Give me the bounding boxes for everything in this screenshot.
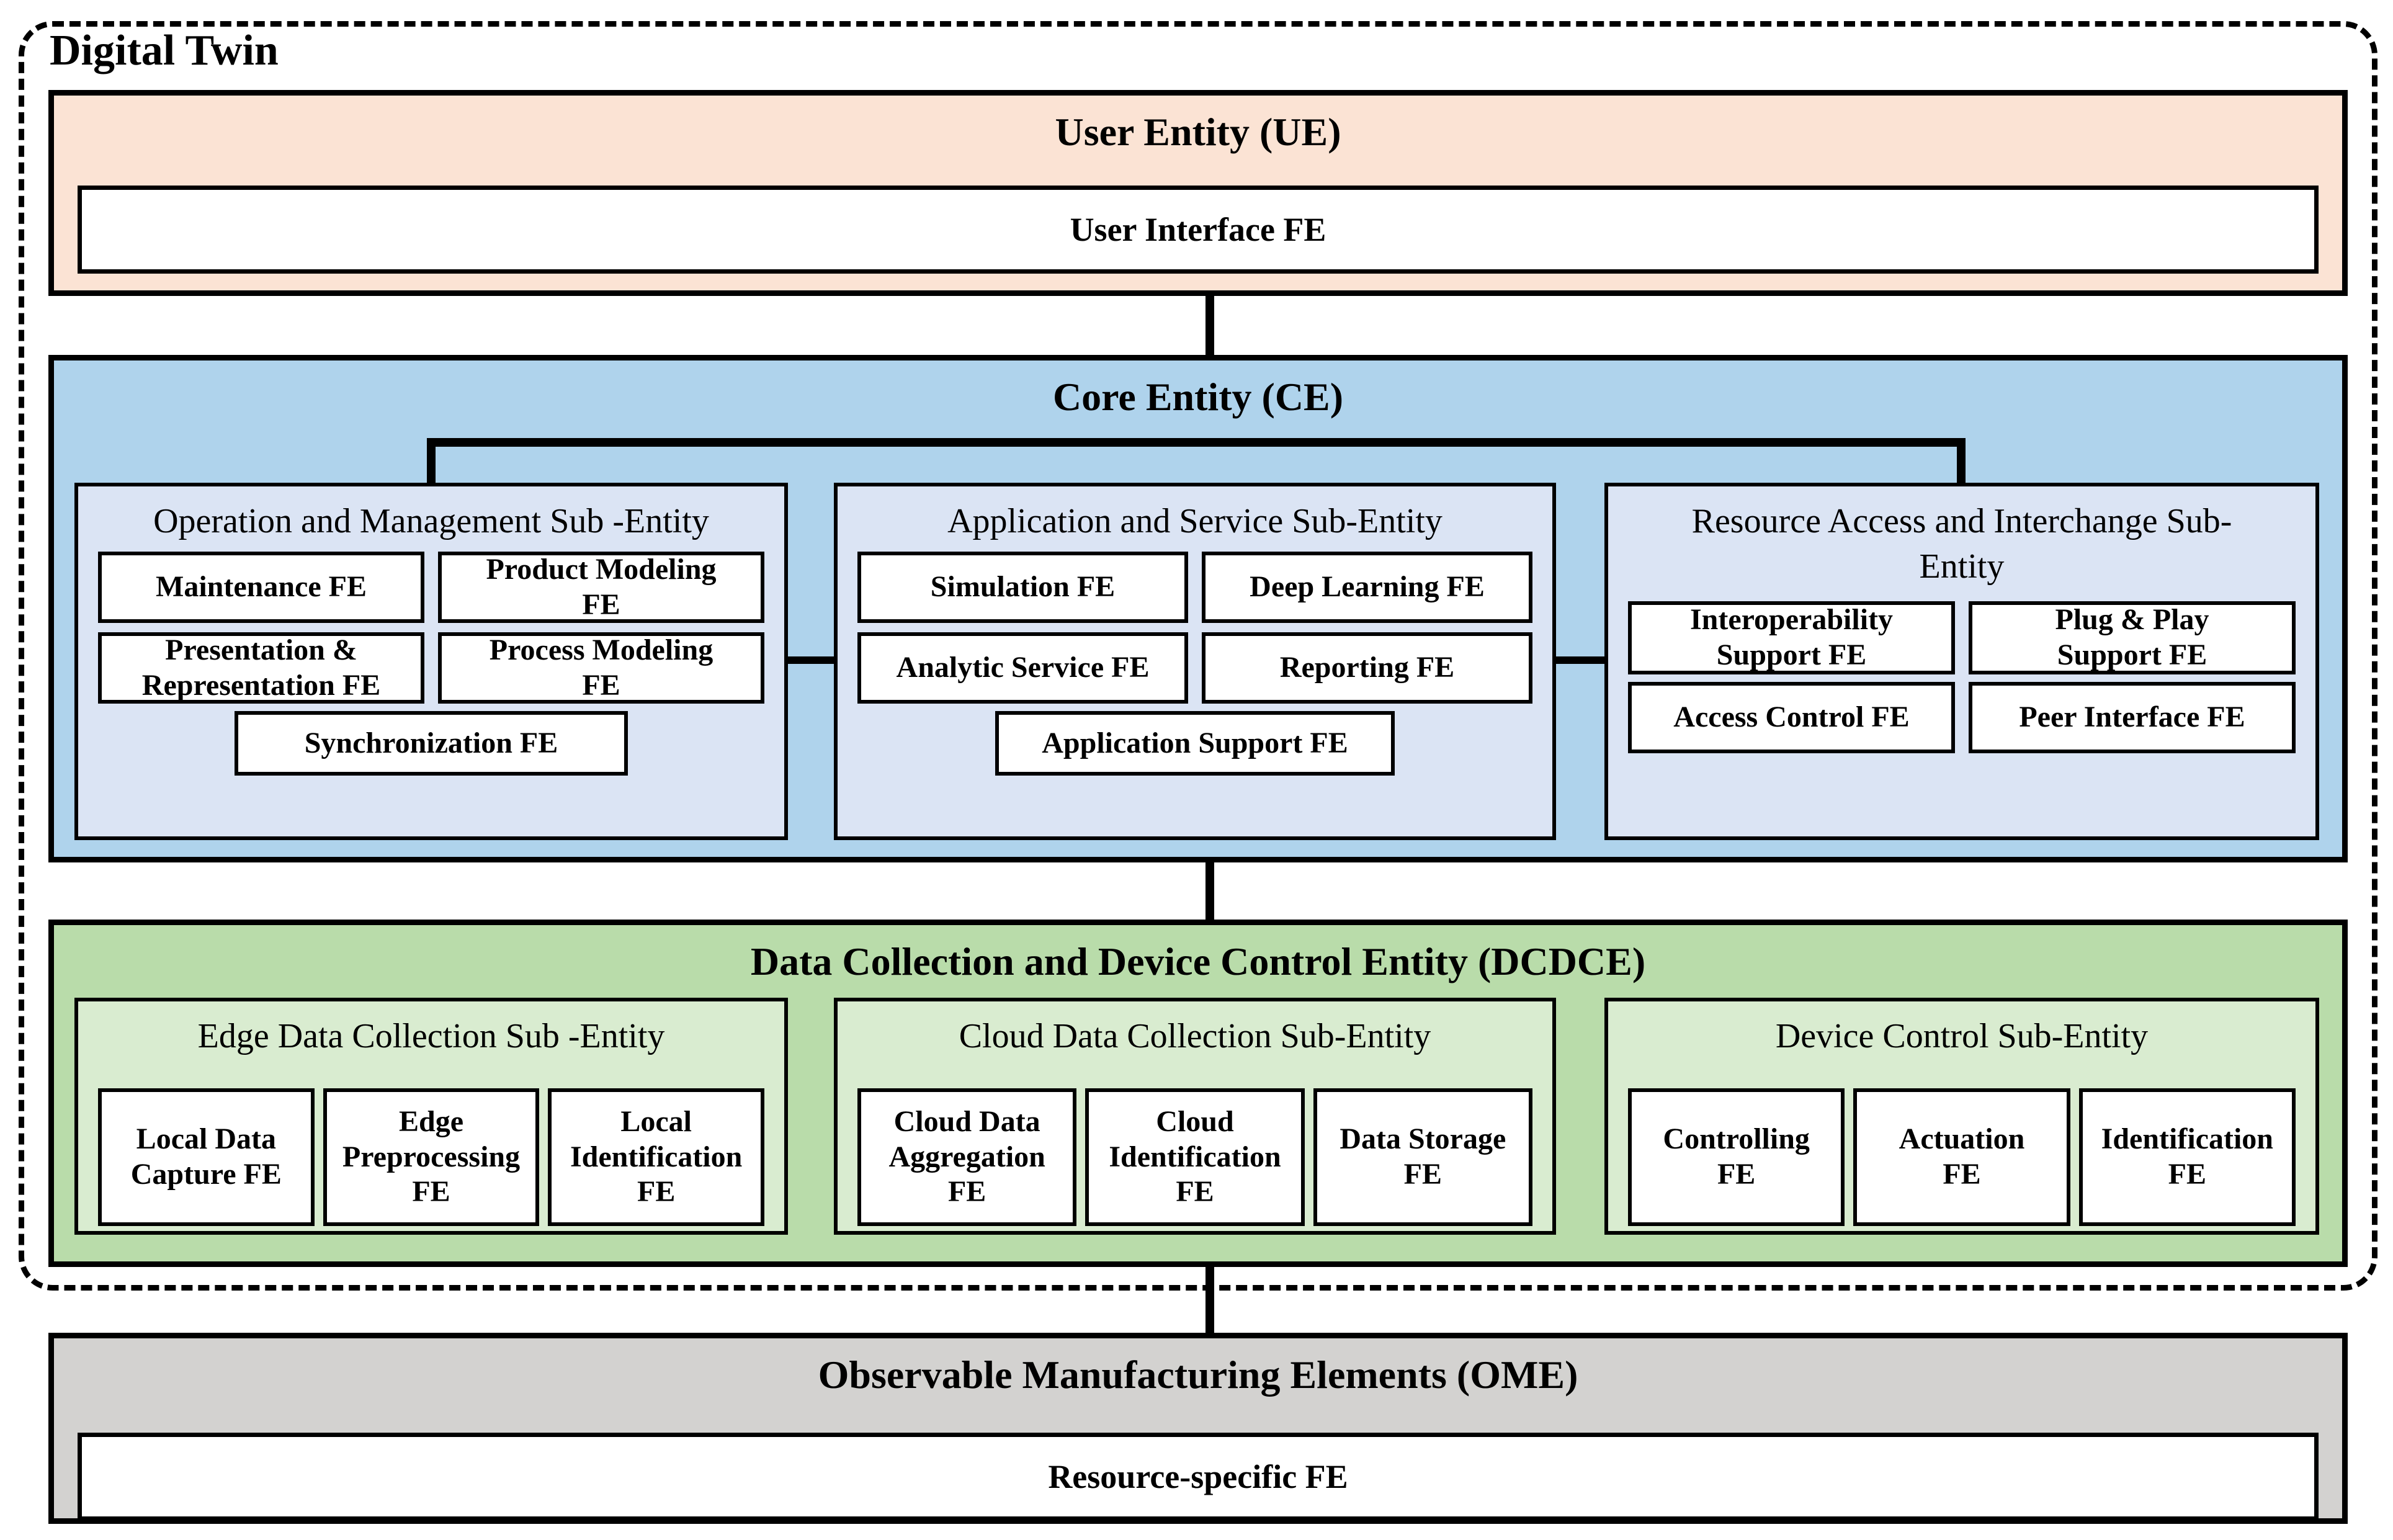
- device-control-title: Device Control Sub-Entity: [1775, 1017, 2149, 1055]
- fe-box-synchronization: Synchronization FE: [234, 711, 628, 776]
- connector-ce-bracket-right: [1957, 438, 1966, 483]
- fe-box-identification: Identification FE: [2078, 1088, 2296, 1226]
- sub-entity-application-service: Application and Service Sub-Entity Simul…: [834, 483, 1556, 840]
- fe-box-process-modeling: Process Modeling FE: [438, 632, 764, 704]
- fe-box-actuation: Actuation FE: [1853, 1088, 2070, 1226]
- fe-box-controlling: Controlling FE: [1628, 1088, 1845, 1226]
- entity-user: User Entity (UE) User Interface FE: [48, 90, 2348, 296]
- resource-access-title: Resource Access and Interchange Sub- Ent…: [1691, 502, 2232, 586]
- fe-box-peer-interface: Peer Interface FE: [1969, 682, 2296, 753]
- sub-entity-resource-access: Resource Access and Interchange Sub- Ent…: [1604, 483, 2319, 840]
- sub-entity-operation-management: Operation and Management Sub -Entity Mai…: [74, 483, 788, 840]
- cloud-data-collection-title: Cloud Data Collection Sub-Entity: [959, 1017, 1431, 1055]
- connector-ce-bracket-bar: [427, 438, 1966, 447]
- fe-box-reporting: Reporting FE: [1202, 632, 1532, 704]
- sub-entity-edge-data-collection: Edge Data Collection Sub -Entity Local D…: [74, 998, 788, 1235]
- fe-box-local-identification: Local Identification FE: [548, 1088, 765, 1226]
- digital-twin-label: Digital Twin: [50, 27, 279, 74]
- fe-box-local-data-capture: Local Data Capture FE: [98, 1088, 315, 1226]
- ome-title: Observable Manufacturing Elements (OME): [818, 1353, 1578, 1397]
- operation-management-title: Operation and Management Sub -Entity: [153, 502, 709, 540]
- fe-box-interoperability-support: Interoperability Support FE: [1628, 601, 1955, 674]
- fe-box-edge-preprocessing: Edge Preprocessing FE: [323, 1088, 540, 1226]
- sub-entity-cloud-data-collection: Cloud Data Collection Sub-Entity Cloud D…: [834, 998, 1556, 1235]
- fe-box-application-support: Application Support FE: [995, 711, 1395, 776]
- fe-box-user-interface: User Interface FE: [78, 186, 2319, 274]
- connector-dcdce-ome: [1205, 1267, 1214, 1334]
- edge-data-collection-title: Edge Data Collection Sub -Entity: [197, 1017, 665, 1055]
- dcdce-title: Data Collection and Device Control Entit…: [750, 939, 1646, 983]
- fe-box-simulation: Simulation FE: [857, 552, 1188, 623]
- sub-entity-device-control: Device Control Sub-Entity Controlling FE…: [1604, 998, 2319, 1235]
- fe-box-data-storage: Data Storage FE: [1313, 1088, 1532, 1226]
- fe-box-presentation-representation: Presentation & Representation FE: [98, 632, 424, 704]
- connector-ce-bracket-left: [427, 438, 436, 483]
- fe-box-resource-specific: Resource-specific FE: [78, 1433, 2319, 1521]
- fe-box-cloud-data-aggregation: Cloud Data Aggregation FE: [857, 1088, 1077, 1226]
- fe-box-analytic-service: Analytic Service FE: [857, 632, 1188, 704]
- core-entity-title: Core Entity (CE): [1052, 375, 1344, 419]
- fe-box-plug-play-support: Plug & Play Support FE: [1969, 601, 2296, 674]
- fe-box-deep-learning: Deep Learning FE: [1202, 552, 1532, 623]
- connector-opmgmt-appservice: [787, 656, 835, 664]
- fe-box-cloud-identification: Cloud Identification FE: [1085, 1088, 1305, 1226]
- fe-box-maintenance: Maintenance FE: [98, 552, 424, 623]
- entity-ome: Observable Manufacturing Elements (OME) …: [48, 1333, 2348, 1524]
- fe-box-access-control: Access Control FE: [1628, 682, 1955, 753]
- connector-ce-dcdce: [1205, 862, 1214, 920]
- application-service-title: Application and Service Sub-Entity: [947, 502, 1443, 540]
- connector-appservice-resource: [1555, 656, 1604, 664]
- connector-ue-ce: [1205, 296, 1214, 355]
- digital-twin-boundary: [19, 21, 2377, 1291]
- user-entity-title: User Entity (UE): [1055, 110, 1341, 154]
- fe-box-product-modeling: Product Modeling FE: [438, 552, 764, 623]
